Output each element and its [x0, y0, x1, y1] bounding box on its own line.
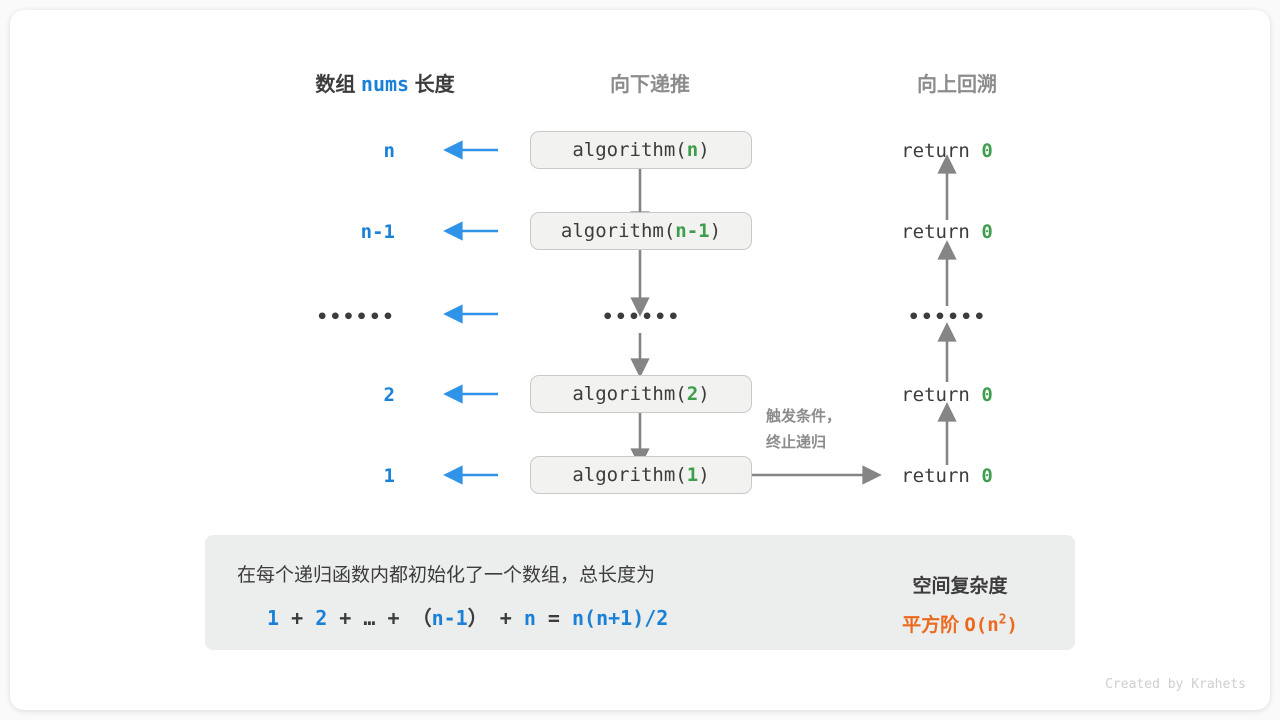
return-keyword-3: return [901, 384, 970, 406]
length-label-row-1: n-1 [360, 221, 395, 243]
return-keyword-1: return [901, 221, 970, 243]
call-box-arg-4: 1 [686, 464, 699, 486]
notation-exponent: 2 [998, 612, 1007, 628]
header-array-suffix: 长度 [414, 74, 455, 96]
length-label-row-4: 1 [383, 465, 395, 487]
length-label-row-3: 2 [383, 384, 395, 406]
base-case-note: 触发条件， 终止递归 [766, 404, 841, 456]
call-box-arg-0: n [686, 139, 699, 161]
return-keyword-0: return [901, 140, 970, 162]
formula-part-1: + [291, 606, 304, 630]
header-array-code: nums [360, 72, 410, 96]
call-box-prefix-3: algorithm( [572, 383, 687, 405]
return-row-1: return 0 [857, 221, 1037, 243]
call-box-suffix-1: ) [709, 220, 722, 242]
formula-part-8: ） [467, 606, 488, 630]
return-value-0: 0 [981, 140, 993, 162]
return-value-4: 0 [981, 465, 993, 487]
call-box-prefix-1: algorithm( [560, 220, 676, 242]
return-value-1: 0 [981, 221, 993, 243]
credit-label: Created by Krahets [1105, 677, 1246, 692]
summary-formula: 1 + 2 + … + （n-1） + n = n(n+1)/2 [267, 602, 668, 631]
header-upward-backtrack: 向上回溯 [917, 74, 997, 96]
formula-part-2: 2 [315, 606, 328, 630]
call-ellipsis-middle: •••••• [601, 306, 681, 328]
call-box-prefix-0: algorithm( [572, 139, 687, 161]
summary-result-order: 平方阶 [902, 615, 960, 636]
return-row-4: return 0 [857, 465, 1037, 487]
base-case-note-line1: 触发条件， [766, 408, 842, 425]
notation-base: O(n [964, 614, 999, 636]
call-box-suffix-3: ) [698, 383, 710, 405]
notation-close: ) [1006, 614, 1018, 636]
call-box-arg-1: n-1 [675, 220, 710, 242]
length-label-row-0: n [383, 140, 395, 162]
header-array-prefix: 数组 [315, 74, 356, 96]
summary-result-notation: O(n2) [964, 612, 1018, 636]
summary-panel: 在每个递归函数内都初始化了一个数组，总长度为 1 + 2 + … + （n-1）… [205, 535, 1075, 650]
return-row-0: return 0 [857, 140, 1037, 162]
header-array-length: 数组 nums 长度 [220, 68, 550, 97]
call-box-arg-3: 2 [686, 383, 699, 405]
formula-part-6: （ [411, 606, 432, 630]
call-box-row-1[interactable]: algorithm(n-1) [530, 212, 752, 250]
base-case-note-line2: 终止递归 [766, 434, 827, 451]
formula-part-4: … [363, 606, 376, 630]
formula-part-3: + [339, 606, 352, 630]
return-keyword-4: return [901, 465, 970, 487]
call-box-suffix-4: ) [698, 464, 710, 486]
formula-part-0: 1 [267, 606, 280, 630]
summary-description: 在每个递归函数内都初始化了一个数组，总长度为 [237, 565, 656, 586]
call-box-row-4[interactable]: algorithm(1) [530, 456, 752, 494]
length-pointer-arrows [443, 140, 498, 485]
call-box-row-3[interactable]: algorithm(2) [530, 375, 752, 413]
length-label-row-2: •••••• [316, 306, 395, 328]
summary-result-title: 空间复杂度 [912, 576, 1008, 597]
formula-part-5: + [387, 606, 400, 630]
header-downward-recursion: 向下递推 [610, 74, 690, 96]
call-box-row-0[interactable]: algorithm(n) [530, 131, 752, 169]
formula-part-11: = [547, 606, 560, 630]
formula-part-12: n(n+1)/2 [572, 606, 669, 630]
return-ellipsis-right: •••••• [907, 306, 987, 328]
formula-part-7: n-1 [431, 606, 468, 630]
diagram-card: 数组 nums 长度 向下递推 向上回溯 [10, 10, 1270, 710]
return-value-3: 0 [981, 384, 993, 406]
formula-part-10: n [523, 606, 536, 630]
formula-part-9: + [499, 606, 512, 630]
call-box-prefix-4: algorithm( [572, 464, 687, 486]
summary-result-value: 平方阶 O(n2) [860, 610, 1060, 637]
return-row-3: return 0 [857, 384, 1037, 406]
call-box-suffix-0: ) [698, 139, 710, 161]
